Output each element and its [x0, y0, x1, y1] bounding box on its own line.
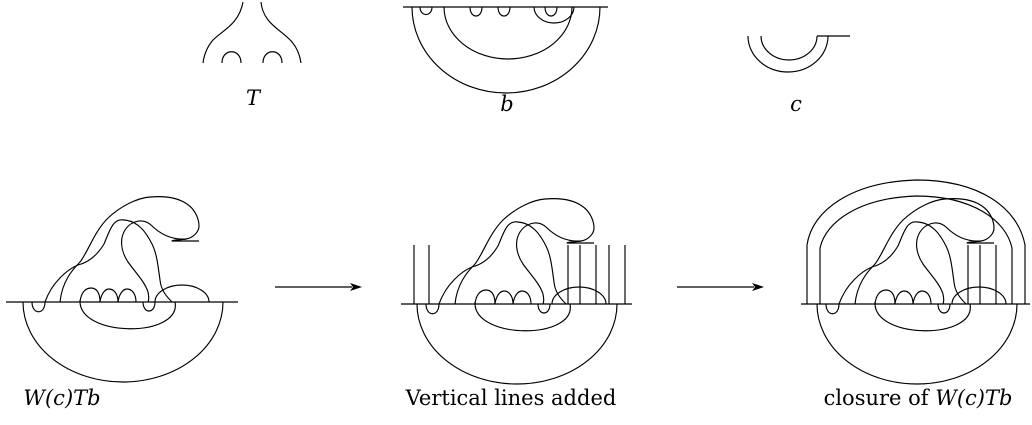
vertical-inner-cup-curve	[474, 289, 532, 305]
panel-wctb: W(c)Tb	[6, 196, 238, 410]
vertical-inner-arc	[474, 301, 571, 332]
tangle-b-outer-arc	[411, 6, 601, 94]
vertical-caption: Vertical lines added	[405, 386, 617, 410]
tangle-b-cup-1	[469, 6, 483, 17]
vertical-upper-strand	[454, 198, 595, 305]
wctb-left-wiggle	[31, 301, 46, 313]
closure-big-arc-inner	[819, 195, 1013, 304]
arrow-1-head	[350, 283, 362, 291]
closure-outer-arc	[816, 303, 1018, 385]
arrow-2	[677, 283, 764, 291]
wctb-upper-strand	[59, 196, 200, 303]
wctb-s-curve	[121, 220, 187, 303]
tangle-b-cup-2	[497, 6, 511, 17]
closure-s-curve	[916, 222, 982, 305]
tangle-b-inner-arc	[533, 6, 575, 24]
closure-caption-math: W(c)Tb	[935, 386, 1012, 410]
vertical-outer-arc	[416, 303, 618, 385]
closure-caption-prefix: closure of	[824, 386, 936, 410]
wctb-inner-cup-curve	[79, 287, 137, 303]
tangle-T-cap-right	[262, 51, 283, 64]
tangle-b: b	[403, 6, 608, 116]
closure-cup	[937, 303, 951, 314]
closure-middle-arc	[951, 286, 1007, 305]
tangle-c-label: c	[790, 92, 802, 116]
vertical-middle-arc	[551, 286, 607, 305]
wctb-middle-arc	[154, 284, 210, 303]
tangle-T: T	[202, 1, 302, 110]
closure-left-wiggle	[825, 303, 840, 315]
tangle-c-inner-cup	[760, 35, 818, 61]
closure-inner-cup-curve	[874, 289, 932, 305]
wctb-cup	[142, 301, 156, 312]
wctb-caption: W(c)Tb	[23, 386, 100, 410]
tangle-T-cap-left	[221, 51, 242, 64]
tangle-T-left-strand	[202, 1, 244, 64]
vertical-s-curve	[516, 222, 582, 305]
arrow-1	[275, 283, 362, 291]
tangle-b-label: b	[500, 92, 513, 116]
closure-big-arc-outer	[806, 179, 1026, 304]
tangle-b-left-wiggle	[419, 6, 433, 16]
vertical-cup	[537, 303, 551, 314]
panel-vertical-lines: Vertical lines added	[401, 198, 632, 410]
closure-caption: closure of W(c)Tb	[824, 386, 1013, 410]
arrow-2-head	[752, 283, 764, 291]
closure-upper-strand	[854, 198, 995, 305]
closure-inner-arc	[874, 301, 971, 332]
tangle-c: c	[747, 35, 850, 116]
tangle-T-right-strand	[260, 1, 302, 64]
wctb-inner-arc	[79, 299, 176, 330]
tangle-c-outer-cup	[747, 35, 829, 73]
wctb-outer-arc	[22, 301, 224, 383]
vertical-left-wiggle	[425, 303, 440, 315]
tangle-b-cup-3	[544, 6, 558, 17]
panel-closure: closure of W(c)Tb	[801, 179, 1030, 410]
tangle-b-middle-arc	[443, 6, 573, 60]
tangle-T-label: T	[246, 86, 262, 110]
wctb-lower-strand	[44, 219, 173, 303]
